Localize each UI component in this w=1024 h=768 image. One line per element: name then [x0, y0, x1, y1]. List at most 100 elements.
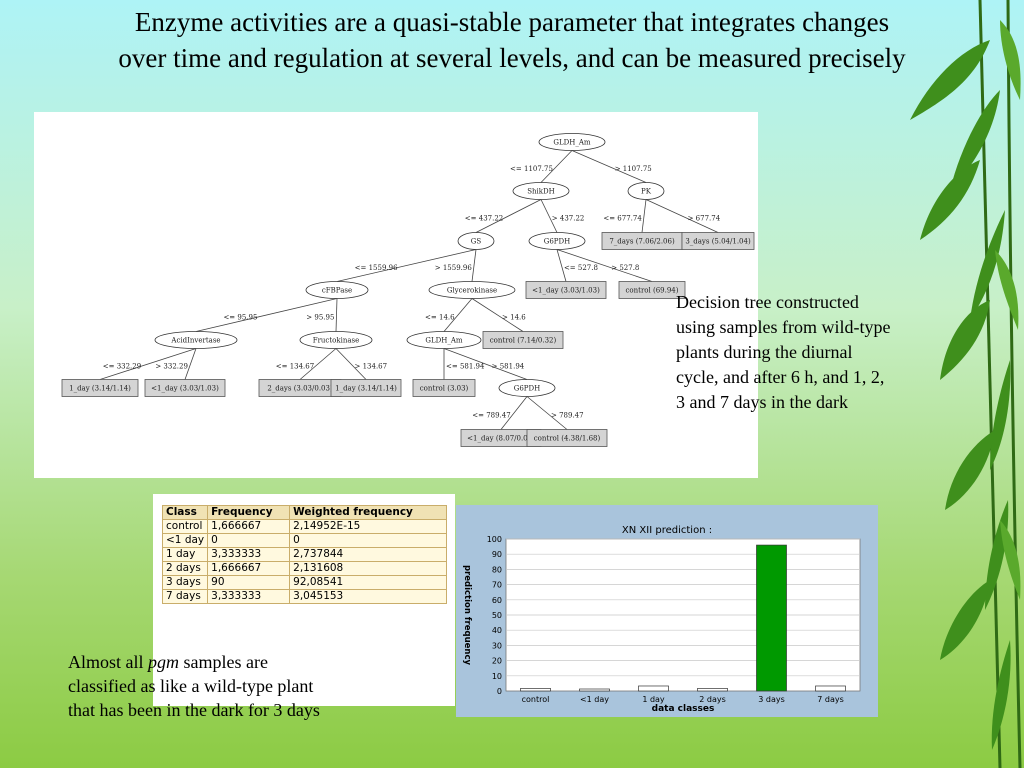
tree-leaf-label: <1_day (3.03/1.03): [151, 385, 219, 393]
tree-edge: [641, 199, 647, 233]
tree-edge: [556, 249, 567, 282]
y-tick-label: 10: [492, 672, 502, 681]
tree-edge-label: > 437.22: [552, 215, 585, 223]
bar: [756, 544, 787, 692]
pgm-caption-line-1: Almost all pgm samples are: [68, 650, 468, 674]
table-header-row: Class Frequency Weighted frequency: [161, 505, 448, 520]
tree-edge: [475, 199, 542, 233]
tree-edge-label: > 527.8: [611, 264, 639, 272]
tree-edge: [645, 199, 719, 233]
tree-split-label: PK: [641, 188, 652, 196]
pgm-caption: Almost all pgm samples are classified as…: [68, 650, 468, 722]
tree-edge: [299, 348, 337, 380]
pgm-caption-line-2: classified as like a wild-type plant: [68, 676, 314, 696]
tree-edge-label: <= 134.67: [276, 363, 314, 371]
tree-leaf-node: [618, 281, 686, 299]
tree-edge-label: <= 437.22: [465, 215, 503, 223]
tree-leaf-label: <1_day (3.03/1.03): [532, 287, 600, 295]
table-row: control 1,666667 2,14952E-15: [161, 519, 448, 534]
table-row: 2 days 1,666667 2,131608: [161, 561, 448, 576]
tree-leaf-label: control (3.03): [420, 385, 469, 393]
table-cell: 2,131608: [289, 561, 448, 576]
y-tick-label: 60: [492, 596, 502, 605]
tree-split-label: cFBPase: [322, 287, 352, 295]
tree-leaf-node: [144, 379, 226, 397]
tree-edge-label: > 95.95: [306, 314, 334, 322]
y-tick-label: 0: [497, 687, 502, 696]
bamboo-decoration: [910, 0, 1022, 768]
tree-edge-label: > 677.74: [688, 215, 721, 223]
tree-leaf-label: 7_days (7.06/2.06): [609, 238, 675, 246]
tree-edge-label: > 134.67: [355, 363, 388, 371]
tree-edge-label: <= 14.6: [425, 314, 455, 322]
tree-edge-label: <= 95.95: [223, 314, 257, 322]
pgm-caption-pre: Almost all: [68, 652, 148, 672]
tree-split-label: ShikDH: [527, 188, 555, 196]
tree-edge: [99, 348, 197, 380]
tree-leaf-label: <1_day (8.07/0.07): [467, 435, 535, 443]
tree-split-label: G6PDH: [514, 385, 540, 393]
tree-edge: [471, 249, 477, 282]
y-tick-label: 20: [492, 657, 502, 666]
tree-leaf-label: 1_day (3.14/1.14): [335, 385, 397, 393]
tree-edge: [540, 150, 573, 183]
tree-split-node: [305, 281, 369, 299]
tree-leaf-node: [412, 379, 476, 397]
title-line-1: Enzyme activities are a quasi-stable par…: [134, 7, 890, 37]
tree-split-label: AcidInvertase: [170, 337, 220, 345]
title-line-2: over time and regulation at several leve…: [118, 43, 906, 73]
table-cell: 7 days: [161, 589, 209, 604]
y-tick-label: 100: [487, 535, 502, 544]
table-cell: 3,333333: [207, 547, 291, 562]
table-cell: 1,666667: [207, 561, 291, 576]
tree-edge: [335, 348, 367, 380]
table-row: 1 day 3,333333 2,737844: [161, 547, 448, 562]
tree-edge: [526, 396, 568, 430]
x-tick-label: 1 day: [642, 695, 665, 704]
tree-edge-label: <= 789.47: [472, 412, 510, 420]
tree-split-node: [299, 331, 373, 349]
tree-edge-label: <= 1107.75: [510, 165, 553, 173]
tree-edge: [336, 249, 477, 282]
prediction-chart: XN XII prediction : 01020304050607080901…: [456, 505, 878, 717]
tree-leaf-node: [330, 379, 402, 397]
tree-split-node: [528, 232, 586, 250]
tree-edge-label: <= 1559.96: [355, 264, 398, 272]
table-header: Frequency: [207, 505, 291, 520]
bar: [815, 685, 846, 692]
table-cell: control: [161, 519, 209, 534]
table-cell: 1,666667: [207, 519, 291, 534]
tree-edge: [184, 348, 197, 380]
pgm-caption-post: samples are: [179, 652, 268, 672]
tree-split-node: [428, 281, 516, 299]
tree-split-label: GS: [471, 238, 482, 246]
tree-split-node: [457, 232, 495, 250]
table-cell: 2 days: [161, 561, 209, 576]
tree-edge-label: > 789.47: [551, 412, 584, 420]
tree-edge-label: > 1559.96: [435, 264, 473, 272]
tree-caption: Decision tree constructed using samples …: [676, 290, 996, 415]
y-tick-label: 30: [492, 641, 502, 650]
x-tick-label: 3 days: [758, 695, 785, 704]
decision-tree-panel: <= 1107.75> 1107.75<= 437.22> 437.22<= 6…: [34, 112, 758, 478]
table-cell: 2,737844: [289, 547, 448, 562]
tree-edge-label: <= 527.8: [564, 264, 598, 272]
tree-split-node: [406, 331, 482, 349]
pgm-caption-em: pgm: [148, 652, 179, 672]
table-cell: 3 days: [161, 575, 209, 590]
tree-edge: [443, 298, 473, 332]
tree-caption-line: plants during the diurnal: [676, 342, 853, 362]
table-cell: 3,333333: [207, 589, 291, 604]
tree-edge: [500, 396, 528, 430]
tree-caption-line: cycle, and after 6 h, and 1, 2,: [676, 367, 885, 387]
y-tick-label: 70: [492, 581, 502, 590]
tree-leaf-node: [681, 232, 755, 250]
y-tick-label: 50: [492, 611, 502, 620]
tree-leaf-node: [61, 379, 139, 397]
tree-edge-label: > 581.94: [492, 363, 525, 371]
tree-leaf-node: [482, 331, 564, 349]
table-cell: 0: [207, 533, 291, 548]
tree-edge-label: > 14.6: [502, 314, 526, 322]
tree-caption-line: using samples from wild-type: [676, 317, 891, 337]
tree-edge: [471, 298, 524, 332]
